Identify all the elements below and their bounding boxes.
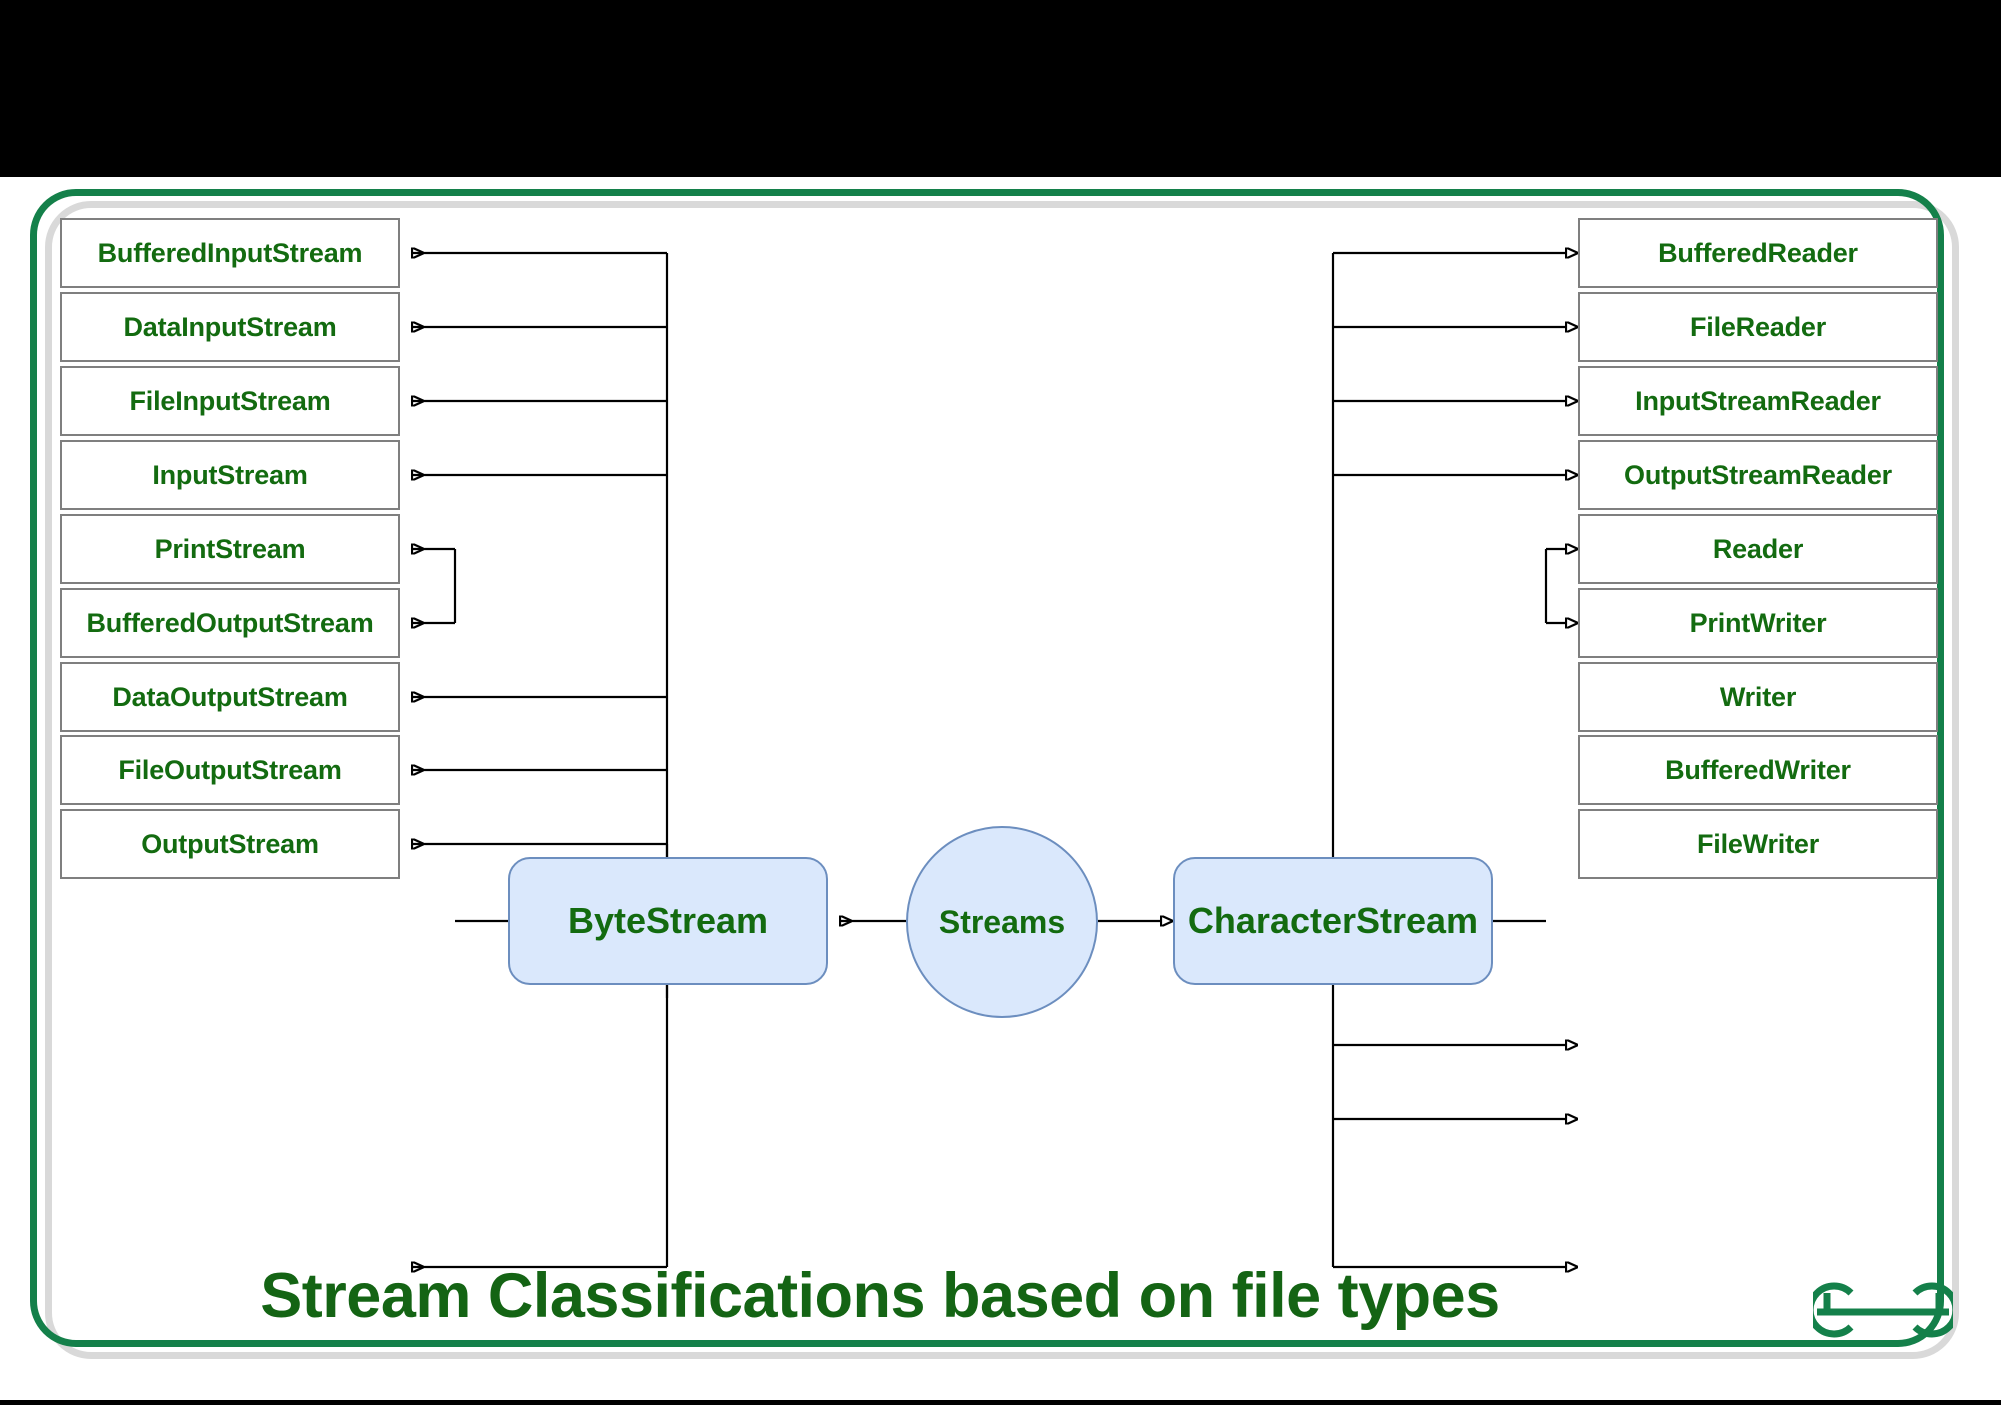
- leaf-printwriter[interactable]: PrintWriter: [1578, 588, 1938, 658]
- leaf-outputstream[interactable]: OutputStream: [60, 809, 400, 879]
- node-bytestream[interactable]: ByteStream: [508, 857, 828, 985]
- leaf-writer[interactable]: Writer: [1578, 662, 1938, 732]
- leaf-bufferedreader[interactable]: BufferedReader: [1578, 218, 1938, 288]
- leaf-bufferedwriter[interactable]: BufferedWriter: [1578, 735, 1938, 805]
- leaf-bufferedoutputstream[interactable]: BufferedOutputStream: [60, 588, 400, 658]
- leaf-outputstreamreader[interactable]: OutputStreamReader: [1578, 440, 1938, 510]
- leaf-printstream[interactable]: PrintStream: [60, 514, 400, 584]
- slide-frame-shadow: [45, 201, 1959, 1359]
- leaf-bufferedinputstream[interactable]: BufferedInputStream: [60, 218, 400, 288]
- leaf-filereader[interactable]: FileReader: [1578, 292, 1938, 362]
- slide-frame-border: [30, 189, 1944, 1347]
- geeksforgeeks-logo: [1813, 1282, 1953, 1338]
- leaf-reader[interactable]: Reader: [1578, 514, 1938, 584]
- slide-canvas: BufferedInputStream DataInputStream File…: [0, 177, 2001, 1400]
- leaf-dataoutputstream[interactable]: DataOutputStream: [60, 662, 400, 732]
- leaf-fileoutputstream[interactable]: FileOutputStream: [60, 735, 400, 805]
- leaf-inputstream[interactable]: InputStream: [60, 440, 400, 510]
- leaf-inputstreamreader[interactable]: InputStreamReader: [1578, 366, 1938, 436]
- page-title: Stream Classifications based on file typ…: [260, 1261, 1500, 1331]
- leaf-filewriter[interactable]: FileWriter: [1578, 809, 1938, 879]
- leaf-datainputstream[interactable]: DataInputStream: [60, 292, 400, 362]
- node-characterstream[interactable]: CharacterStream: [1173, 857, 1493, 985]
- node-streams[interactable]: Streams: [906, 826, 1098, 1018]
- leaf-fileinputstream[interactable]: FileInputStream: [60, 366, 400, 436]
